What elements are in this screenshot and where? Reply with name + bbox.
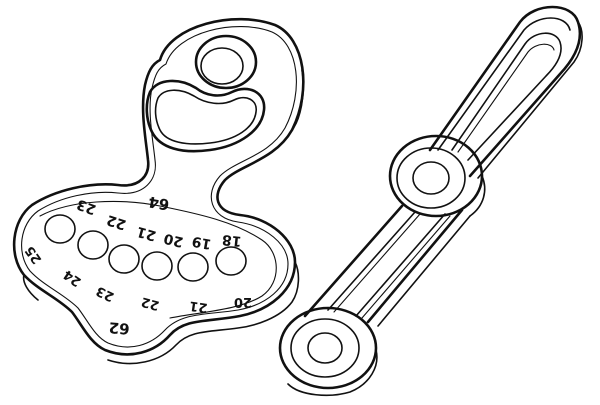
kidney-window-outer xyxy=(145,79,266,153)
middle-boss-ring xyxy=(396,147,466,209)
lower-boss-hole xyxy=(307,332,343,364)
lower-row-label: 23 xyxy=(94,283,117,304)
lower-row-label: 22 xyxy=(140,293,161,312)
upper-row-label: 20 xyxy=(162,230,185,250)
gauge-hole xyxy=(215,246,247,276)
upper-row-label: 22 xyxy=(105,211,128,232)
lower-row-label: 25 xyxy=(23,243,46,266)
arm-side-edge xyxy=(377,215,471,327)
gauge-hole xyxy=(177,252,209,282)
upper-row-label: 23 xyxy=(75,196,99,218)
mount-hole-inner xyxy=(200,47,244,85)
mount-hole-outer xyxy=(194,34,258,90)
lower-boss-edge xyxy=(287,349,378,397)
upper-loop-inner xyxy=(451,32,562,161)
middle-boss-edge xyxy=(469,175,486,217)
lower-boss-ring xyxy=(290,318,360,378)
gauge-plate-outline-offset xyxy=(21,26,297,348)
gauge-plate: 64 23 22 21 20 19 18 25 24 23 22 21 20 6… xyxy=(12,17,305,365)
link-strap xyxy=(278,5,583,397)
arm-outline xyxy=(303,204,464,324)
arm-inner-slot-edge xyxy=(333,213,451,319)
upper-loop-outer xyxy=(428,5,582,178)
upper-row-label: 19 xyxy=(191,233,213,252)
gauge-holes xyxy=(44,214,247,282)
upper-row-label: 18 xyxy=(221,231,242,249)
lower-row-label: 24 xyxy=(61,266,84,289)
bottom-center-label: 62 xyxy=(108,318,130,338)
gauge-hole xyxy=(108,244,140,274)
gauge-hole xyxy=(44,214,76,244)
gauge-hole xyxy=(77,230,109,260)
kidney-window-inner xyxy=(154,89,257,145)
upper-row-label: 21 xyxy=(135,223,158,244)
upper-loop-outer-edge xyxy=(437,17,571,151)
middle-boss-hole xyxy=(412,161,450,195)
lower-row-label: 21 xyxy=(189,298,209,315)
gauge-plate-edge xyxy=(22,69,305,365)
upper-loop-inner-edge xyxy=(457,43,555,153)
upper-loop-side-edge xyxy=(477,21,583,179)
arm-inner-slot xyxy=(327,211,446,317)
lower-row-label: 20 xyxy=(234,294,252,309)
lower-boss-outer xyxy=(278,306,378,390)
gauge-hole xyxy=(141,251,173,281)
gauge-face-panel xyxy=(39,200,277,319)
top-center-label: 64 xyxy=(147,192,171,213)
